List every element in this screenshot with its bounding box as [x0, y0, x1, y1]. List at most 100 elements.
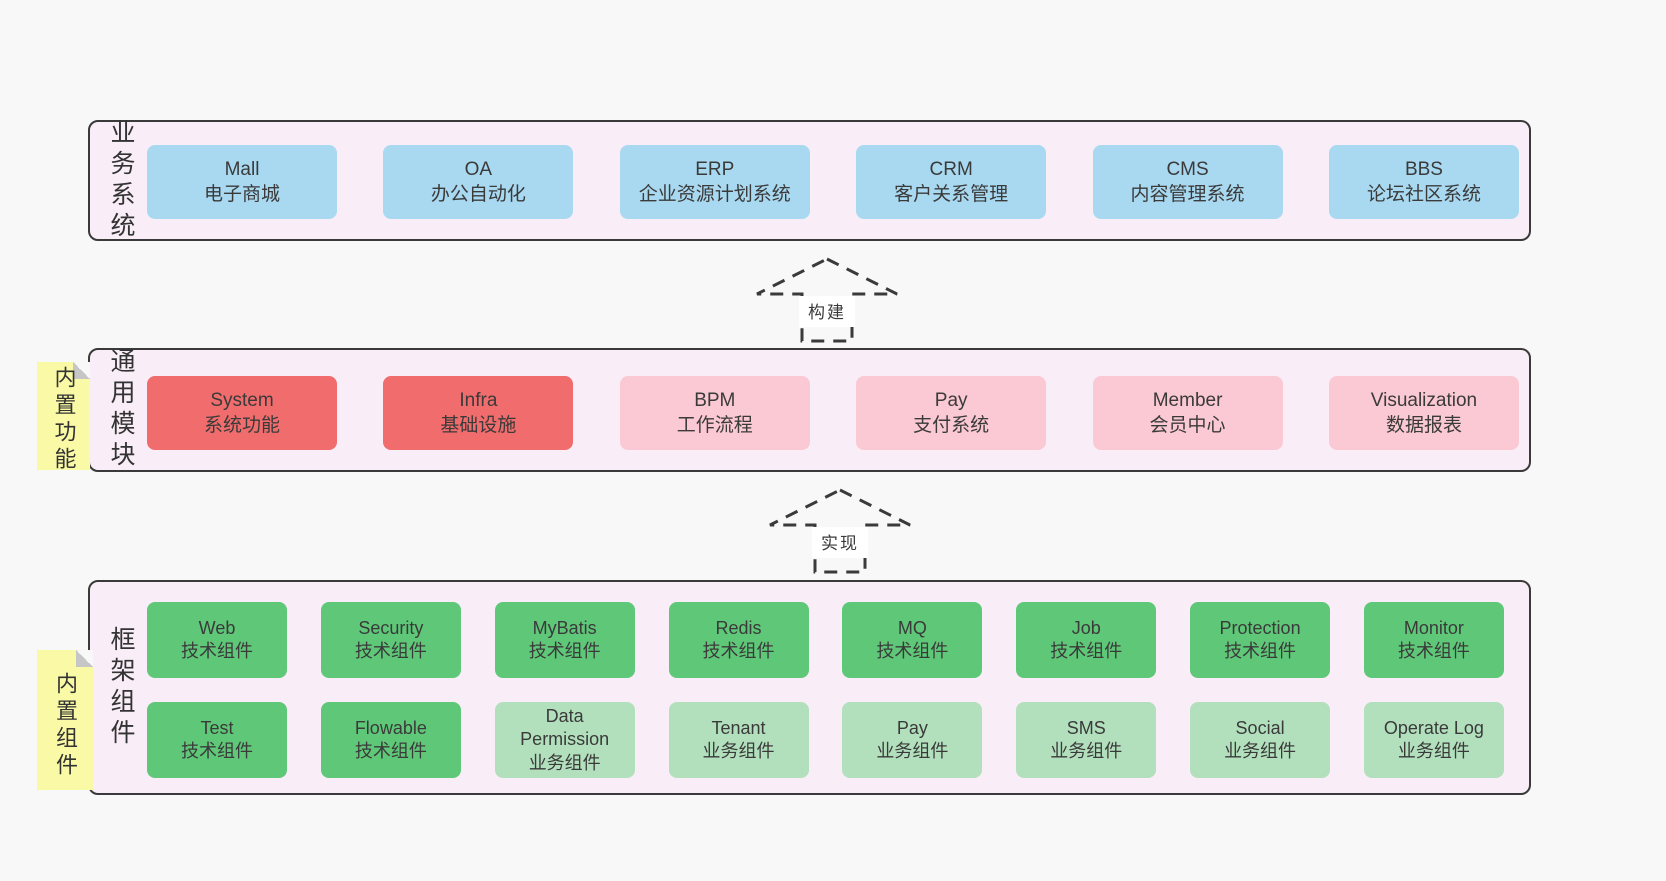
box-subtitle: 技术组件: [528, 641, 601, 661]
box-mq: MQ 技术组件: [842, 602, 983, 678]
implement-arrow-label: 实现: [821, 534, 859, 553]
box-subtitle: 业务组件: [1050, 741, 1123, 761]
box-subtitle: 技术组件: [1224, 641, 1297, 661]
box-redis: Redis 技术组件: [668, 602, 809, 678]
box-title: Pay: [934, 389, 968, 411]
box-subtitle: 内容管理系统: [1130, 184, 1245, 205]
box-title: BPM: [694, 389, 736, 411]
box-bbs: BBS 论坛社区系统: [1328, 145, 1519, 219]
box-subtitle: 技术组件: [702, 641, 775, 661]
framework-components-label: 框架组件: [107, 625, 135, 750]
box-infra: Infra 基础设施: [383, 376, 574, 450]
box-subtitle: 论坛社区系统: [1366, 184, 1481, 205]
box-subtitle: 业务组件: [702, 741, 775, 761]
common-modules-box-row: System 系统功能 Infra 基础设施 BPM 工作流程 Pay 支付系统…: [147, 376, 1519, 450]
box-title: MQ: [897, 617, 927, 638]
box-title: Security: [358, 617, 424, 638]
box-pay-component: Pay 业务组件: [842, 702, 983, 778]
box-system: System 系统功能: [147, 376, 337, 450]
box-pay-module: Pay 支付系统: [856, 376, 1047, 450]
box-subtitle: 企业资源计划系统: [638, 184, 791, 205]
box-subtitle: 技术组件: [876, 641, 949, 661]
box-cms: CMS 内容管理系统: [1092, 145, 1283, 219]
business-systems-panel: 业务系统 Mall 电子商城 OA 办公自动化 ERP 企业资源计划系统 CRM…: [88, 118, 1531, 243]
box-title: Monitor: [1403, 617, 1464, 638]
business-systems-label: 业务系统: [107, 118, 135, 243]
box-data-permission: Data Permission 业务组件: [494, 702, 635, 778]
framework-components-panel: 框架组件 Web 技术组件 Security 技术组件 MyBatis 技术组件…: [88, 580, 1531, 795]
box-title: SMS: [1066, 717, 1106, 738]
folded-corner-icon: [73, 362, 90, 379]
box-title: System: [210, 389, 274, 411]
built-in-components-note: 内置组件: [37, 650, 93, 790]
framework-row-2: Test 技术组件 Flowable 技术组件 Data Permission …: [147, 702, 1504, 778]
box-subtitle: 工作流程: [676, 415, 753, 436]
box-subtitle: 办公自动化: [430, 184, 526, 205]
box-security: Security 技术组件: [320, 602, 461, 678]
arrow-label-bg: [799, 296, 855, 327]
box-title: BBS: [1404, 158, 1443, 180]
box-title: Protection: [1219, 617, 1301, 638]
box-title: Test: [200, 717, 234, 738]
box-title: Visualization: [1370, 389, 1478, 411]
box-web: Web 技术组件: [147, 602, 287, 678]
box-social: Social 业务组件: [1190, 702, 1331, 778]
box-subtitle: 技术组件: [354, 641, 427, 661]
box-title: Data Permission: [520, 706, 610, 750]
box-title: Member: [1152, 389, 1223, 411]
box-subtitle: 会员中心: [1149, 415, 1226, 436]
box-erp: ERP 企业资源计划系统: [619, 145, 810, 219]
box-subtitle: 技术组件: [1050, 641, 1123, 661]
built-in-features-note: 内置功能: [37, 362, 90, 474]
built-in-features-note-label: 内置功能: [51, 366, 77, 475]
box-title: Operate Log: [1383, 717, 1484, 738]
box-subtitle: 技术组件: [181, 641, 253, 661]
box-operate-log: Operate Log 业务组件: [1363, 702, 1504, 778]
box-title: Pay: [896, 717, 928, 738]
box-crm: CRM 客户关系管理: [856, 145, 1047, 219]
box-subtitle: 基础设施: [440, 415, 517, 436]
implement-arrow: 实现: [769, 488, 911, 574]
box-title: MyBatis: [532, 617, 597, 638]
business-systems-box-row: Mall 电子商城 OA 办公自动化 ERP 企业资源计划系统 CRM 客户关系…: [147, 145, 1519, 219]
box-title: Redis: [715, 617, 762, 638]
common-modules-label: 通用模块: [107, 348, 135, 472]
box-subtitle: 数据报表: [1385, 415, 1462, 436]
box-title: Tenant: [711, 717, 766, 738]
box-subtitle: 技术组件: [181, 741, 253, 761]
box-title: Mall: [224, 158, 260, 180]
box-title: ERP: [695, 158, 735, 180]
box-subtitle: 业务组件: [876, 741, 949, 761]
box-subtitle: 业务组件: [1224, 741, 1297, 761]
box-visualization: Visualization 数据报表: [1328, 376, 1519, 450]
box-oa: OA 办公自动化: [383, 145, 574, 219]
build-arrow-label: 构建: [808, 303, 846, 322]
box-title: Flowable: [354, 717, 427, 738]
box-title: CMS: [1166, 158, 1209, 180]
box-mall: Mall 电子商城: [147, 145, 337, 219]
folded-corner-icon: [76, 650, 93, 667]
common-modules-panel: 通用模块 System 系统功能 Infra 基础设施 BPM 工作流程 Pay…: [88, 348, 1531, 472]
box-title: Job: [1071, 617, 1101, 638]
box-subtitle: 电子商城: [203, 184, 280, 205]
box-subtitle: 业务组件: [1397, 741, 1470, 761]
box-mybatis: MyBatis 技术组件: [494, 602, 635, 678]
build-arrow: 构建: [756, 257, 898, 343]
box-title: Web: [198, 617, 236, 638]
box-monitor: Monitor 技术组件: [1363, 602, 1504, 678]
box-subtitle: 支付系统: [913, 415, 990, 436]
box-bpm: BPM 工作流程: [619, 376, 810, 450]
box-flowable: Flowable 技术组件: [320, 702, 461, 778]
box-subtitle: 系统功能: [203, 415, 280, 436]
box-member: Member 会员中心: [1092, 376, 1283, 450]
built-in-components-note-label: 内置组件: [53, 671, 78, 780]
arrow-label-bg: [812, 527, 868, 558]
box-title: Social: [1235, 717, 1285, 738]
box-job: Job 技术组件: [1016, 602, 1157, 678]
box-subtitle: 客户关系管理: [894, 184, 1009, 205]
box-subtitle: 技术组件: [354, 741, 427, 761]
box-tenant: Tenant 业务组件: [668, 702, 809, 778]
box-subtitle: 业务组件: [528, 752, 601, 773]
box-title: CRM: [929, 158, 973, 180]
box-title: OA: [464, 158, 493, 180]
